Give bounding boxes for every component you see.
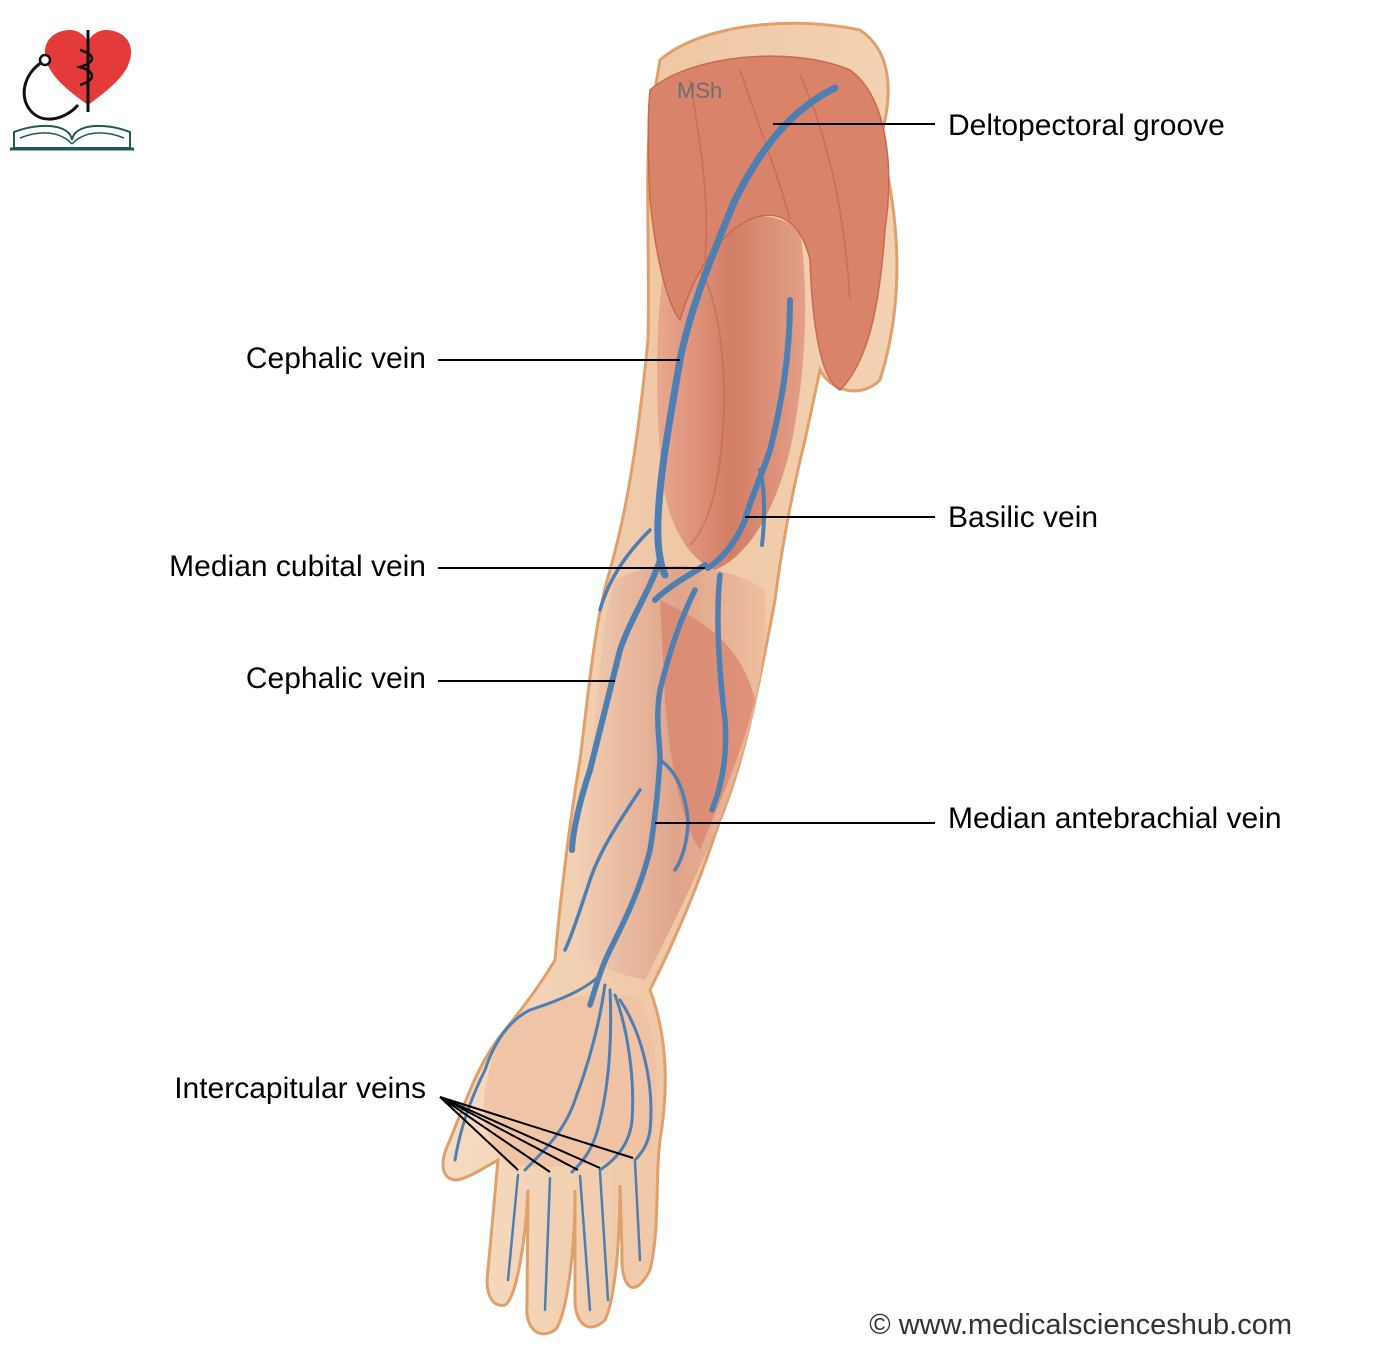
label-median-cubital-vein: Median cubital vein [169,550,426,583]
label-intercapitular-veins: Intercapitular veins [174,1072,426,1105]
median-antebrachial-vein-path [587,587,698,1008]
deltoid-muscle [647,55,890,391]
leader-lines [438,123,935,1173]
label-deltopectoral-groove: Deltopectoral groove [948,109,1225,142]
watermark: MSh [677,78,723,103]
leader-intercapitular-3 [439,1096,579,1171]
label-median-antebrachial-vein: Median antebrachial vein [948,802,1282,835]
label-cephalic-vein-lower: Cephalic vein [245,662,426,695]
label-cephalic-vein-upper: Cephalic vein [245,342,426,375]
veins [453,84,839,1312]
leader-intercapitular-1 [439,1096,519,1171]
leader-intercapitular-2 [439,1096,551,1173]
forearm-muscles [570,566,766,980]
copyright-notice: © www.medicalscienceshub.com [869,1309,1292,1341]
label-basilic-vein: Basilic vein [948,501,1099,534]
cephalic-vein-lower-path [569,557,663,853]
leader-intercapitular-4 [439,1096,601,1169]
heart-stethoscope-book-logo [10,30,134,151]
basilic-vein-path [705,297,793,571]
leader-intercapitular-5 [439,1096,634,1159]
cephalic-vein-upper-path [654,84,839,579]
